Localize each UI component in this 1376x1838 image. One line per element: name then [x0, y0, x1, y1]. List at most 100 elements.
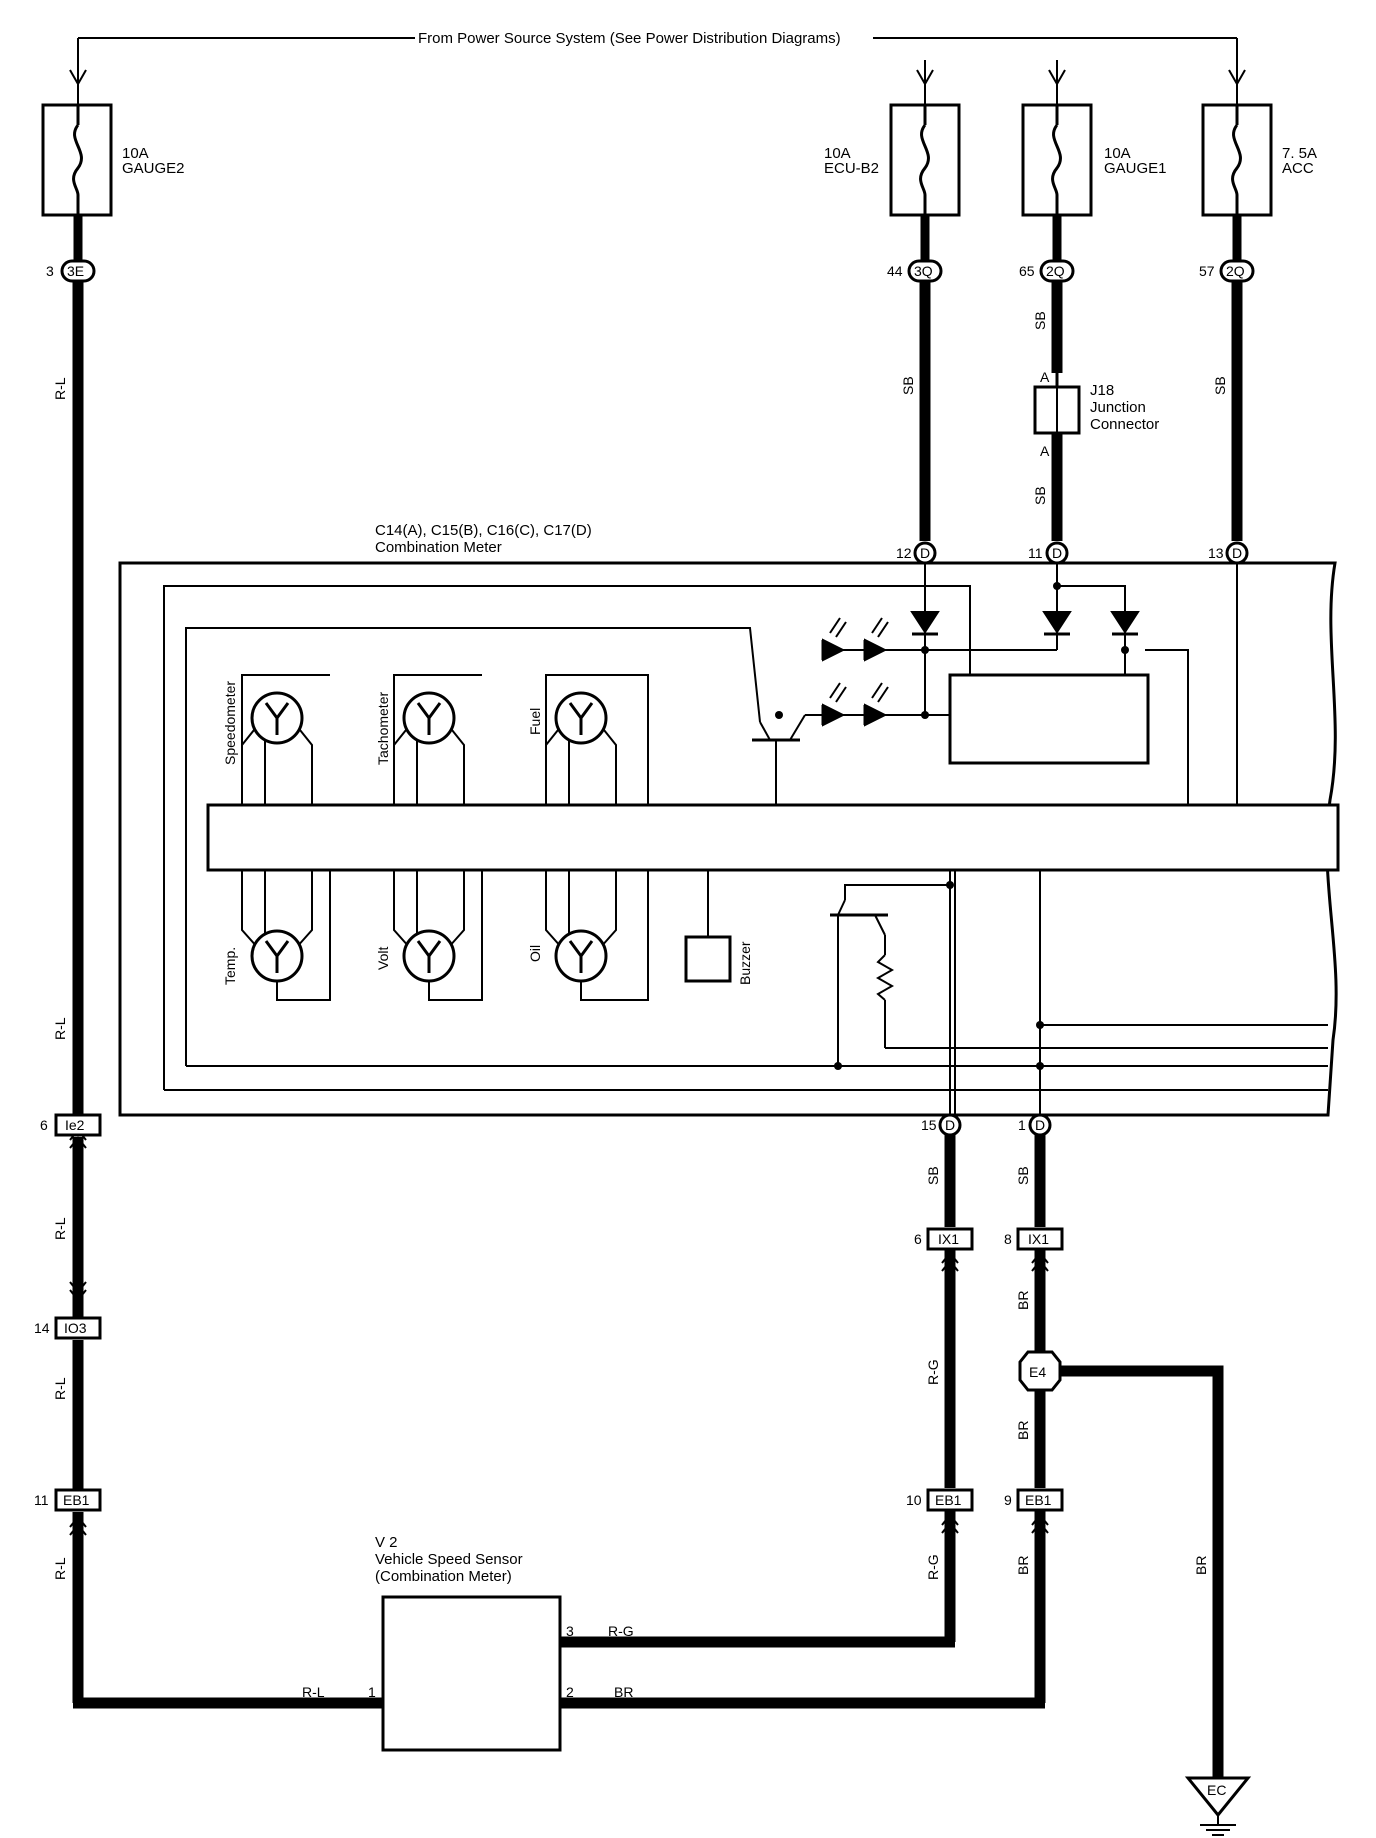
wire-color-label: SB	[1015, 1166, 1031, 1185]
splice-e4: E4	[1018, 1350, 1062, 1392]
junction-name: Connector	[1090, 416, 1159, 433]
connector-2q-gauge1: 2Q 65	[1019, 259, 1075, 283]
pin-number: 12	[896, 545, 912, 561]
fuse-amp: 10A	[122, 145, 149, 162]
junction-connector-j18: A A J18 Junction Connector	[1033, 369, 1159, 459]
fuse-name: GAUGE1	[1104, 160, 1167, 177]
meter-pin-top-13: D 13	[1208, 541, 1249, 565]
wire-color-label: R-L	[52, 1217, 68, 1240]
pin-number: 11	[1028, 545, 1043, 561]
junction-pin: A	[1040, 443, 1050, 459]
gauge-speedometer: Speedometer	[222, 674, 330, 805]
pin-code: D	[920, 545, 930, 561]
wire-color-label: BR	[1015, 1291, 1031, 1310]
sensor-ref: V 2	[375, 1534, 398, 1551]
connector-ix1-6: IX1 6	[914, 1227, 974, 1251]
connector-pin: 57	[1199, 263, 1215, 279]
meter-internal-wiring	[163, 563, 1328, 1125]
indicator-leds	[821, 617, 889, 727]
sensor-sub: (Combination Meter)	[375, 1568, 512, 1585]
wire-color-label: SB	[900, 376, 916, 395]
connector-code: EB1	[935, 1492, 962, 1508]
meter-control-block	[948, 673, 1150, 765]
wire-color-label: SB	[1032, 311, 1048, 330]
connector-3q: 3Q 44	[887, 259, 943, 283]
connector-eb1-left: EB1 11	[34, 1488, 102, 1512]
connector-2q-acc: 2Q 57	[1199, 259, 1255, 283]
junction-dots	[775, 582, 1129, 1070]
gauge-oil: Oil	[527, 870, 649, 1001]
right-wire-labels: SB SB R-G BR BR R-G BR BR	[925, 1166, 1209, 1580]
wire-color-label: BR	[1193, 1556, 1209, 1575]
sensor-pin: 1	[368, 1684, 376, 1700]
wire-color-label: BR	[1015, 1556, 1031, 1575]
fuse-name: ACC	[1282, 160, 1314, 177]
inline-connectors	[69, 1128, 1049, 1536]
gauge-volt: Volt	[375, 870, 483, 1001]
connector-pin: 65	[1019, 263, 1035, 279]
meter-pin-bottom-1: D 1	[1018, 1113, 1052, 1137]
wire-color-label: R-G	[925, 1554, 941, 1580]
gauge-label: Temp.	[222, 947, 238, 985]
fuse-amp: 7. 5A	[1282, 145, 1317, 162]
speed-circuit	[830, 870, 951, 1125]
pin-number: 1	[1018, 1117, 1026, 1133]
connector-pin: 9	[1004, 1492, 1012, 1508]
fuse-amp: 10A	[1104, 145, 1131, 162]
fuse-gauge1: 10A GAUGE1	[1021, 103, 1167, 217]
connector-code: IX1	[1028, 1231, 1049, 1247]
left-wire-labels: R-L R-L R-L R-L R-L	[52, 377, 68, 1580]
gauge-label: Volt	[375, 947, 391, 970]
wire-color-label: R-G	[925, 1359, 941, 1385]
wire-color-label: R-L	[52, 1017, 68, 1040]
wire-color-label: R-L	[52, 1557, 68, 1580]
connector-pin: 6	[914, 1231, 922, 1247]
meter-pin-bottom-15: D 15	[921, 1113, 962, 1137]
ground-ec: EC	[1184, 1776, 1252, 1836]
meter-pin-top-11: D 11	[1028, 541, 1069, 565]
meter-ref: C14(A), C15(B), C16(C), C17(D)	[375, 522, 592, 539]
buzzer: Buzzer	[684, 870, 753, 985]
connector-pin: 3	[46, 263, 54, 279]
connector-pin: 14	[34, 1320, 50, 1336]
gauge-temp: Temp.	[222, 870, 331, 1001]
wire-color-label: SB	[1032, 486, 1048, 505]
connector-pin: 44	[887, 263, 903, 279]
connector-eb1-10: EB1 10	[906, 1488, 974, 1512]
meter-name: Combination Meter	[375, 539, 502, 556]
wire-color-label: R-L	[302, 1684, 325, 1700]
wire-color-label: R-G	[608, 1623, 634, 1639]
vehicle-speed-sensor: V 2 Vehicle Speed Sensor (Combination Me…	[302, 1534, 634, 1752]
fuse-ecu-b2: 10A ECU-B2	[824, 103, 961, 217]
top-sb-wires	[919, 281, 1243, 541]
connector-code: IX1	[938, 1231, 959, 1247]
connector-pin: 6	[40, 1117, 48, 1133]
transistor-indicator	[752, 714, 823, 805]
pin-code: D	[1052, 545, 1062, 561]
junction-ref: J18	[1090, 382, 1114, 399]
meter-pin-top-12: D 12	[896, 541, 937, 565]
wire-color-label: BR	[614, 1684, 633, 1700]
power-source-label: From Power Source System (See Power Dist…	[418, 30, 841, 47]
sensor-pin: 2	[566, 1684, 574, 1700]
connector-pin: 10	[906, 1492, 922, 1508]
splice-label: E4	[1029, 1364, 1046, 1380]
fuse-gauge2: 10A GAUGE2	[41, 103, 185, 217]
fuse-name: ECU-B2	[824, 160, 879, 177]
connector-ix1-8: IX1 8	[1004, 1227, 1064, 1251]
wire-color-label: R-L	[52, 1377, 68, 1400]
connector-code: 2Q	[1046, 263, 1065, 279]
fuse-amp: 10A	[824, 145, 851, 162]
feed-arrows	[69, 60, 1246, 105]
junction-name: Junction	[1090, 399, 1146, 416]
right-wire-run	[560, 1135, 1224, 1790]
connector-code: Ie2	[65, 1117, 85, 1133]
connector-pin: 8	[1004, 1231, 1012, 1247]
connector-pin: 11	[34, 1492, 49, 1508]
wire-color-label: SB	[1212, 376, 1228, 395]
buzzer-label: Buzzer	[737, 941, 753, 985]
connector-code: 2Q	[1226, 263, 1245, 279]
connector-ie2: Ie2 6	[40, 1113, 102, 1137]
pin-number: 15	[921, 1117, 937, 1133]
